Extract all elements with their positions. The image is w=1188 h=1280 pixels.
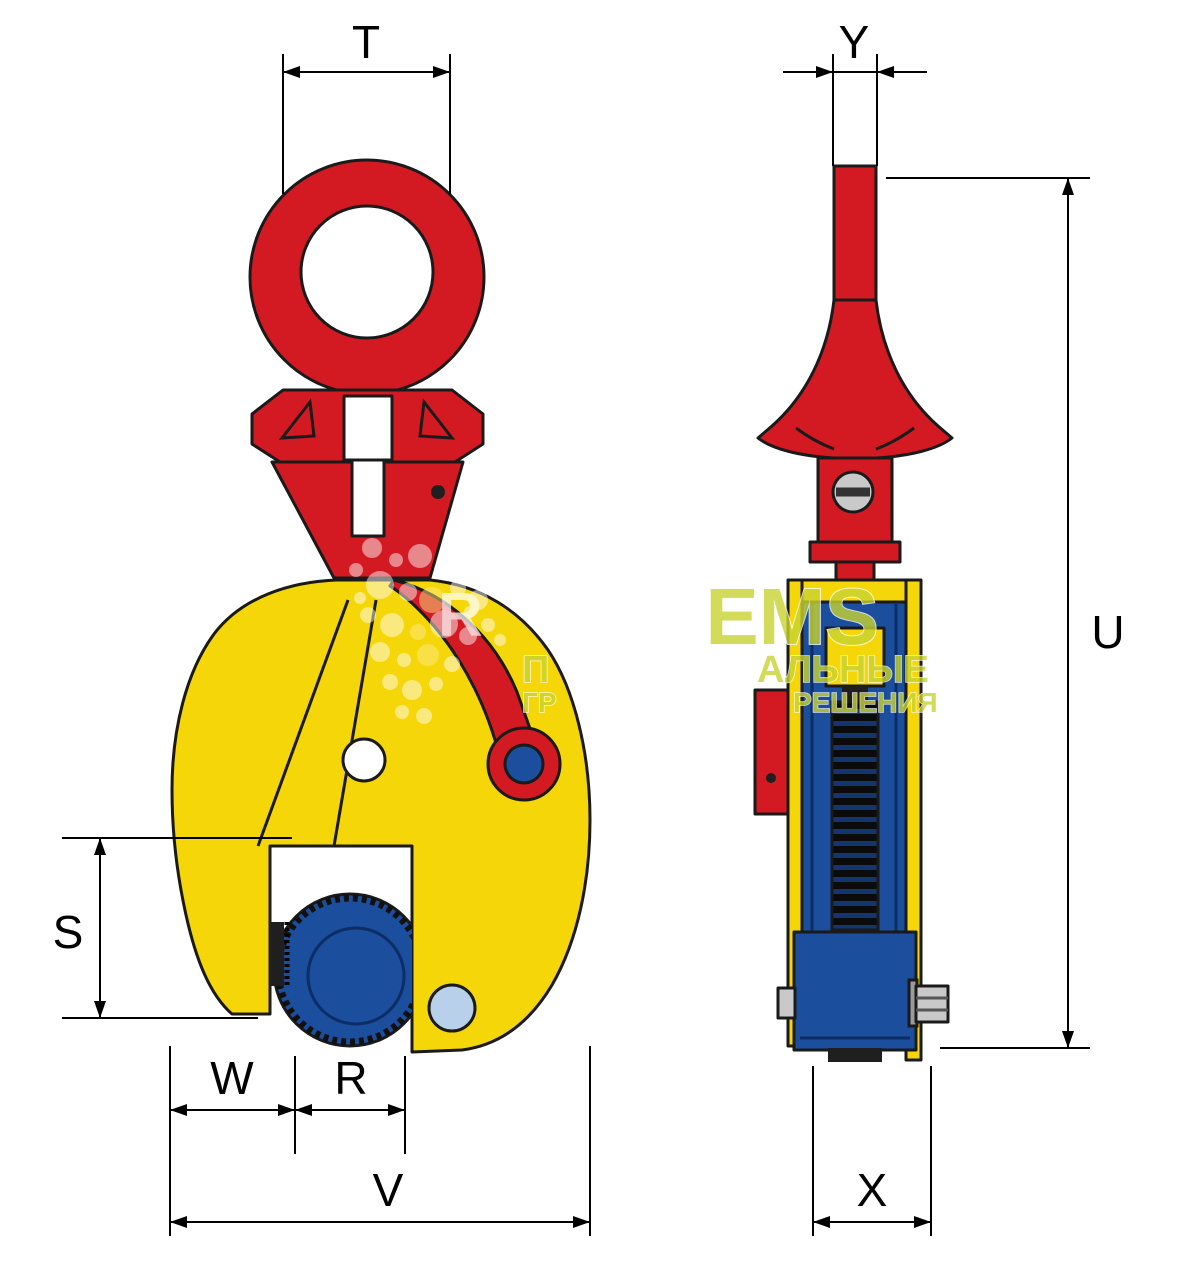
dimension-t: T [282,16,451,194]
spring [830,700,880,932]
tension-lever [388,578,536,760]
cam-group [272,892,412,1048]
watermark-line2-right: АЛЬНЫЕ [757,649,929,691]
swivel-flange [808,540,902,564]
dimension-label-s: S [53,906,84,958]
watermark: R EMS П АЛЬНЫЕ ГР РЕШЕНИЯ [349,538,938,724]
side-gray-plate [776,986,797,1020]
side-tab-rivet [766,773,776,783]
dimension-label-y: Y [839,16,870,68]
side-bell [756,298,954,460]
watermark-bubbles [349,538,506,724]
bolt-head [914,984,950,1024]
dimension-label-u: U [1091,606,1124,658]
body-rivet [431,485,445,499]
side-foot [828,1048,882,1062]
watermark-line3-left: ГР [522,687,557,718]
side-shank [832,164,878,310]
body-hole [341,737,387,783]
spring-plug [842,686,868,702]
cam-inner-detail [306,926,406,1026]
fixed-jaw-pad [270,922,284,986]
side-bottom-block [792,930,918,1052]
dimension-u: U [886,177,1125,1049]
hinge-slot-upper [342,394,394,462]
hinge-slot-lower [350,458,386,538]
collar-cutout-right [418,398,456,440]
side-view [753,164,954,1062]
body-slot-line-left [256,599,350,847]
dimension-y: Y [783,16,927,166]
dimension-x: X [812,1066,932,1236]
front-view [170,158,592,1054]
dimension-w-r-v: W R V [169,1046,591,1236]
watermark-line3-right: РЕШЕНИЯ [793,687,938,718]
dimension-label-v: V [373,1164,404,1216]
side-red-tab [753,688,790,816]
watermark-fragment-main: EMS [705,572,878,661]
lever-pivot-pin [503,743,545,785]
body-slot-line-right [332,599,378,847]
side-bell-detail-left [795,426,835,451]
side-bell-detail-right [875,426,915,451]
collar-cutout-left [278,398,316,440]
eye-hole [299,204,435,340]
cam-axle-pin [427,983,477,1033]
dimension-label-x: X [857,1164,888,1216]
watermark-line2-left: П [522,649,549,691]
dimension-label-t: T [352,16,380,68]
dimension-label-r: R [334,1052,367,1104]
watermark-fragment-r: R [438,581,483,650]
dimension-s: S [53,837,292,1019]
dimension-label-w: W [210,1052,254,1104]
